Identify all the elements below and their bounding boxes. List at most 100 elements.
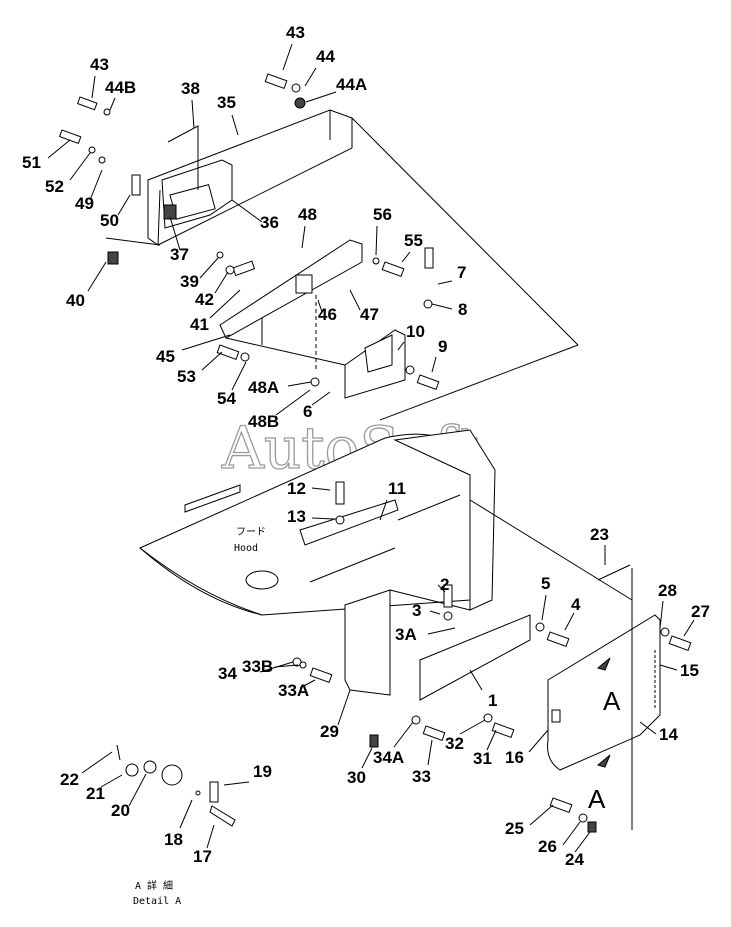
callout-38: 38 — [181, 79, 200, 98]
detail-label-jp: A 詳 細 — [135, 879, 173, 892]
callout-10: 10 — [406, 322, 425, 341]
plate-36 — [161, 159, 233, 229]
callout-23: 23 — [590, 525, 609, 544]
callout-21: 21 — [86, 784, 105, 803]
leader-line-40 — [87, 261, 107, 292]
callout-41: 41 — [190, 315, 209, 334]
leader-line-44 — [304, 67, 317, 87]
callout-18: 18 — [164, 830, 183, 849]
leader-line-12 — [311, 487, 331, 491]
middle-bracket-46 — [219, 239, 363, 339]
callout-2: 2 — [440, 575, 449, 594]
rod-38 — [167, 125, 199, 190]
hood-label-en: Hood — [234, 543, 258, 554]
leader-line-22 — [81, 751, 113, 774]
leader-line-52 — [69, 152, 91, 181]
callout-52: 52 — [45, 177, 64, 196]
callout-16: 16 — [505, 748, 524, 767]
latch-40 — [107, 251, 119, 265]
callout-44A: 44A — [336, 75, 367, 94]
callout-7: 7 — [457, 263, 466, 282]
leader-line-37 — [169, 216, 181, 251]
callout-46: 46 — [318, 305, 337, 324]
leader-line-28 — [659, 600, 664, 629]
callout-12: 12 — [287, 479, 306, 498]
callout-49: 49 — [75, 194, 94, 213]
leader-line-17 — [206, 824, 215, 849]
leader-line-33A — [299, 679, 316, 689]
leader-line-21 — [100, 774, 123, 788]
callout-26: 26 — [538, 837, 557, 856]
leader-line-39 — [199, 257, 219, 279]
callout-39: 39 — [180, 272, 199, 291]
leader-line-44A — [305, 91, 337, 103]
side-pillar — [393, 429, 496, 611]
leader-line-7 — [437, 280, 453, 285]
callout-45: 45 — [156, 347, 175, 366]
callout-37: 37 — [170, 245, 189, 264]
lock-37 — [163, 204, 177, 220]
leader-line-53 — [201, 351, 223, 371]
leader-line-15 — [659, 664, 678, 671]
leader-line-27 — [683, 619, 695, 637]
callout-33A: 33A — [278, 681, 309, 700]
callout-51: 51 — [22, 153, 41, 172]
callout-56: 56 — [373, 205, 392, 224]
bolts — [58, 73, 692, 833]
hinge-50 — [131, 174, 141, 196]
callout-14: 14 — [659, 725, 678, 744]
leader-line-32 — [459, 719, 486, 735]
hinge-plate-6 — [344, 329, 406, 399]
leader-line-20 — [128, 773, 147, 807]
view-letter-a-lower: A — [588, 784, 606, 814]
leader-line-6 — [311, 391, 331, 406]
leader-line-56 — [375, 225, 378, 256]
leader-line-43 — [282, 43, 293, 71]
leader-line-3 — [429, 610, 441, 615]
callout-29: 29 — [320, 722, 339, 741]
callout-30: 30 — [347, 768, 366, 787]
leader-line-8 — [431, 303, 453, 310]
callout-9: 9 — [438, 337, 447, 356]
side-panel-29 — [344, 589, 391, 696]
bracket-1 — [419, 614, 531, 701]
leader-line-1 — [469, 669, 483, 691]
callout-8: 8 — [458, 300, 467, 319]
stay-11 — [299, 499, 399, 546]
callout-13: 13 — [287, 507, 306, 526]
callout-53: 53 — [177, 367, 196, 386]
callout-6: 6 — [303, 402, 312, 421]
callout-17: 17 — [193, 847, 212, 866]
leader-line-3A — [427, 627, 456, 635]
callout-43: 43 — [90, 55, 109, 74]
detail-label-en: Detail A — [133, 896, 181, 907]
leader-line-46 — [317, 299, 323, 313]
leader-line-45 — [181, 334, 231, 351]
leader-line-4 — [564, 612, 575, 631]
callout-1: 1 — [488, 691, 497, 710]
callout-group: 1233A45678910111213141516171819202122232… — [22, 23, 710, 869]
callout-4: 4 — [571, 595, 581, 614]
callout-33: 33 — [412, 767, 431, 786]
callout-11: 11 — [388, 479, 406, 498]
detail-a-parts — [116, 744, 236, 827]
callout-50: 50 — [100, 211, 119, 230]
callout-19: 19 — [253, 762, 272, 781]
rod-23 — [597, 564, 631, 581]
leader-line-9 — [431, 356, 437, 373]
leader-line-34 — [259, 661, 294, 673]
leader-line-26 — [562, 821, 581, 846]
leader-line-24 — [574, 831, 591, 853]
leader-line-54 — [231, 361, 247, 391]
callout-3A: 3A — [395, 625, 417, 644]
leader-line-5 — [541, 594, 547, 621]
callout-42: 42 — [195, 290, 214, 309]
hood-label-jp: フード — [236, 527, 266, 538]
callout-27: 27 — [691, 602, 710, 621]
callout-24: 24 — [565, 850, 584, 869]
leader-line-16 — [528, 729, 549, 753]
callout-44: 44 — [316, 47, 335, 66]
leader-line-35 — [231, 114, 239, 136]
callout-28: 28 — [658, 581, 677, 600]
